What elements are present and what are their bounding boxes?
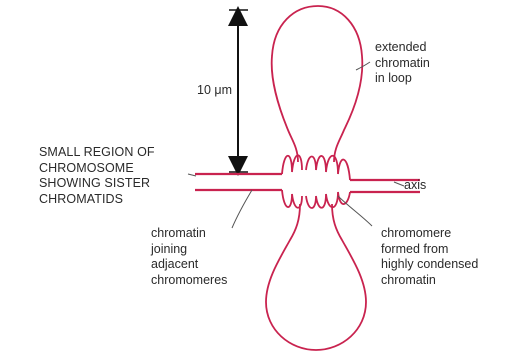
lower-chromatin-loop <box>266 204 366 350</box>
leader-small-region <box>188 174 196 176</box>
chromomere-upper <box>282 155 350 180</box>
scale-label: 10 μm <box>197 83 232 99</box>
chromosome-axis <box>195 174 420 192</box>
extended-chromatin-label: extended chromatin in loop <box>375 40 430 87</box>
leader-axis <box>394 182 404 186</box>
leader-chromatin-joining <box>232 190 252 228</box>
upper-chromatin-loop <box>272 6 363 162</box>
chromatin-joining-label: chromatin joining adjacent chromomeres <box>151 226 227 288</box>
sister-chromatid-lower <box>195 190 420 192</box>
sister-chromatid-upper <box>195 174 420 180</box>
chromomere-lower <box>282 190 350 208</box>
chromomere-label: chromomere formed from highly condensed … <box>381 226 478 288</box>
small-region-label: SMALL REGION OF CHROMOSOME SHOWING SISTE… <box>39 145 155 207</box>
axis-label: axis <box>404 178 426 194</box>
chromomere-coils <box>282 155 350 208</box>
leader-chromomere <box>338 196 372 226</box>
